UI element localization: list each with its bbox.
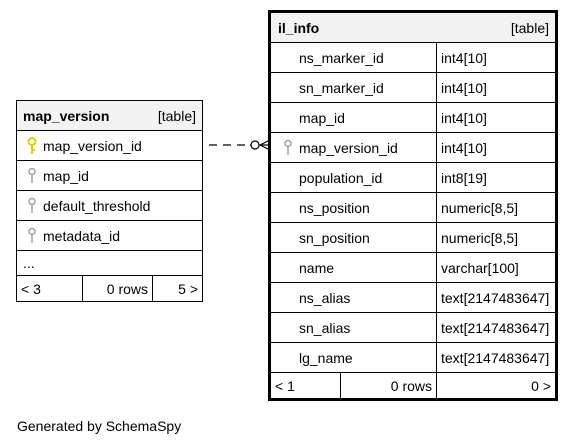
column-name: lg_name	[299, 349, 353, 366]
column-row: default_threshold	[17, 191, 202, 221]
column-name-cell: lg_name	[271, 343, 437, 372]
column-name-cell: map_version_id	[271, 133, 437, 162]
children-count: 5 >	[178, 280, 198, 297]
column-row: sn_marker_id int4[10]	[271, 73, 555, 103]
column-name: name	[299, 259, 335, 276]
table-name: il_info	[278, 19, 320, 36]
table-name: map_version	[23, 107, 110, 124]
table-kind: [table]	[157, 107, 196, 124]
column-type: text[2147483647]	[441, 319, 550, 336]
table-map-version: map_version [table] map_version_id map_i…	[16, 100, 203, 302]
column-name-cell: default_threshold	[17, 191, 202, 220]
column-name: population_id	[299, 169, 383, 186]
column-name: map_version_id	[299, 139, 398, 156]
column-row: ns_marker_id int4[10]	[271, 43, 555, 73]
column-row: ns_alias text[2147483647]	[271, 283, 555, 313]
column-type: numeric[8,5]	[441, 199, 519, 216]
column-row: sn_position numeric[8,5]	[271, 223, 555, 253]
index-key-icon	[23, 197, 41, 215]
parents-count: < 3	[17, 276, 83, 301]
index-key-icon	[23, 227, 41, 245]
table-header: map_version [table]	[17, 101, 202, 131]
column-row: map_version_id int4[10]	[271, 133, 555, 163]
more-columns-row: ...	[17, 251, 202, 276]
column-name: sn_position	[299, 229, 370, 246]
column-name: ns_position	[299, 199, 370, 216]
column-name: metadata_id	[43, 227, 121, 244]
column-name-cell: sn_alias	[271, 313, 437, 342]
row-count: 0 rows	[83, 276, 153, 301]
column-name-cell: metadata_id	[17, 221, 202, 250]
column-name-cell: map_version_id	[17, 131, 202, 160]
column-type: text[2147483647]	[441, 349, 550, 366]
table-header: il_info [table]	[271, 13, 555, 43]
column-row: map_id int4[10]	[271, 103, 555, 133]
column-name: map_version_id	[43, 137, 142, 154]
column-name: sn_alias	[299, 319, 351, 336]
more-columns-indicator: ...	[23, 255, 35, 271]
column-row: map_id	[17, 161, 202, 191]
column-row: name varchar[100]	[271, 253, 555, 283]
column-name-cell: ns_position	[271, 193, 437, 222]
column-name-cell: map_id	[271, 103, 437, 132]
column-type: numeric[8,5]	[441, 229, 519, 246]
column-type: int8[19]	[441, 169, 487, 186]
index-key-icon	[23, 167, 41, 185]
column-type: text[2147483647]	[441, 289, 550, 306]
optional-circle-icon	[250, 140, 260, 150]
column-row: map_version_id	[17, 131, 202, 161]
children-count: 0 >	[531, 377, 551, 394]
column-name-cell: map_id	[17, 161, 202, 190]
column-name: map_id	[299, 109, 345, 126]
row-count: 0 rows	[341, 373, 437, 398]
column-name: ns_marker_id	[299, 49, 384, 66]
column-name-cell: sn_marker_id	[271, 73, 437, 102]
column-name-cell: ns_alias	[271, 283, 437, 312]
column-type: int4[10]	[441, 49, 487, 66]
table-kind: [table]	[510, 19, 549, 36]
column-type: int4[10]	[441, 139, 487, 156]
table-footer: < 3 0 rows 5 >	[17, 276, 202, 301]
column-name: default_threshold	[43, 197, 151, 214]
generator-caption: Generated by SchemaSpy	[17, 418, 182, 434]
primary-key-icon	[23, 136, 41, 155]
column-name-cell: population_id	[271, 163, 437, 192]
crowsfoot-icon	[259, 139, 271, 146]
column-name-cell: name	[271, 253, 437, 282]
column-name: map_id	[43, 167, 89, 184]
column-row: sn_alias text[2147483647]	[271, 313, 555, 343]
column-type: int4[10]	[441, 109, 487, 126]
column-row: ns_position numeric[8,5]	[271, 193, 555, 223]
table-footer: < 1 0 rows 0 >	[271, 372, 555, 398]
column-name: ns_alias	[299, 289, 351, 306]
column-type: int4[10]	[441, 79, 487, 96]
column-name: sn_marker_id	[299, 79, 384, 96]
column-row: metadata_id	[17, 221, 202, 251]
index-key-icon	[279, 139, 297, 157]
column-row: population_id int8[19]	[271, 163, 555, 193]
parents-count: < 1	[271, 373, 341, 398]
column-name-cell: sn_position	[271, 223, 437, 252]
column-name-cell: ns_marker_id	[271, 43, 437, 72]
column-type: varchar[100]	[441, 259, 519, 276]
column-row: lg_name text[2147483647]	[271, 343, 555, 372]
